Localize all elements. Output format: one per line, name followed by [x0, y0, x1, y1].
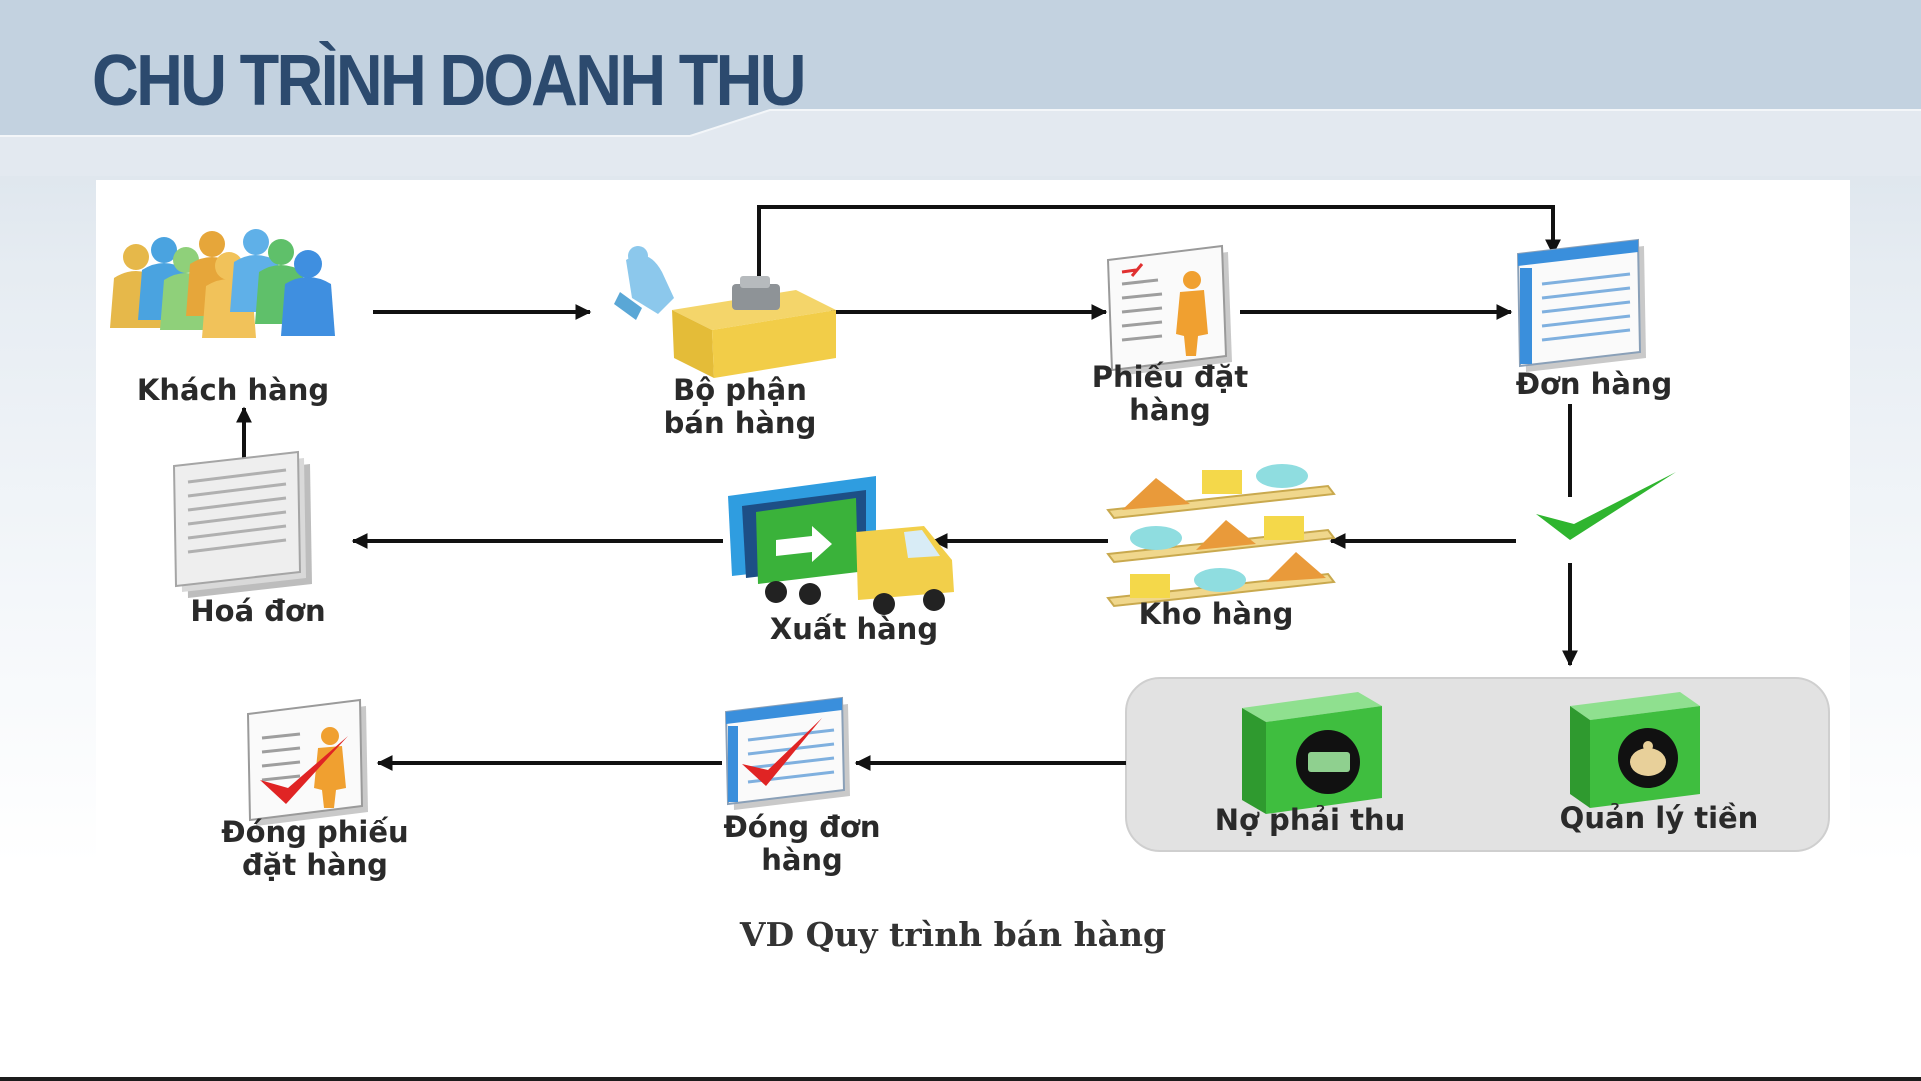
diagram-caption: VD Quy trình bán hàng: [740, 915, 1166, 954]
label-khach-hang: Khách hàng: [137, 374, 329, 407]
label-phieu-dat-hang: Phiếu đặt hàng: [1092, 361, 1248, 427]
bottom-border: [0, 1077, 1921, 1081]
customers-icon: [110, 229, 335, 338]
cash-management-icon: [1570, 692, 1700, 808]
warehouse-icon: [1108, 464, 1334, 606]
label-xuat-hang: Xuất hàng: [770, 613, 938, 646]
label-quan-ly-tien: Quản lý tiền: [1560, 802, 1759, 835]
label-hoa-don: Hoá đơn: [190, 595, 325, 628]
label-dong-don-hang: Đóng đơn hàng: [723, 811, 880, 877]
sales-order-icon: [1518, 240, 1646, 372]
approval-check-icon: [1536, 472, 1676, 540]
invoice-icon: [174, 452, 312, 598]
label-no-phai-thu: Nợ phải thu: [1215, 804, 1405, 837]
slide-title: CHU TRÌNH DOANH THU: [92, 40, 804, 122]
label-don-hang: Đơn hàng: [1516, 368, 1673, 401]
label-kho-hang: Kho hàng: [1139, 598, 1294, 631]
accounts-receivable-icon: [1242, 692, 1382, 814]
close-sales-order-icon: [726, 698, 850, 810]
revenue-cycle-diagram: Khách hàng Bộ phận bán hàng Phiếu đặt hà…: [96, 180, 1850, 980]
label-dong-phieu-dat-hang: Đóng phiếu đặt hàng: [221, 816, 408, 882]
shipping-truck-icon: [728, 476, 954, 615]
label-bo-phan-ban-hang: Bộ phận bán hàng: [664, 374, 817, 440]
close-purchase-order-icon: [248, 700, 368, 826]
purchase-order-icon: [1108, 246, 1232, 376]
sales-department-icon: [614, 246, 836, 378]
